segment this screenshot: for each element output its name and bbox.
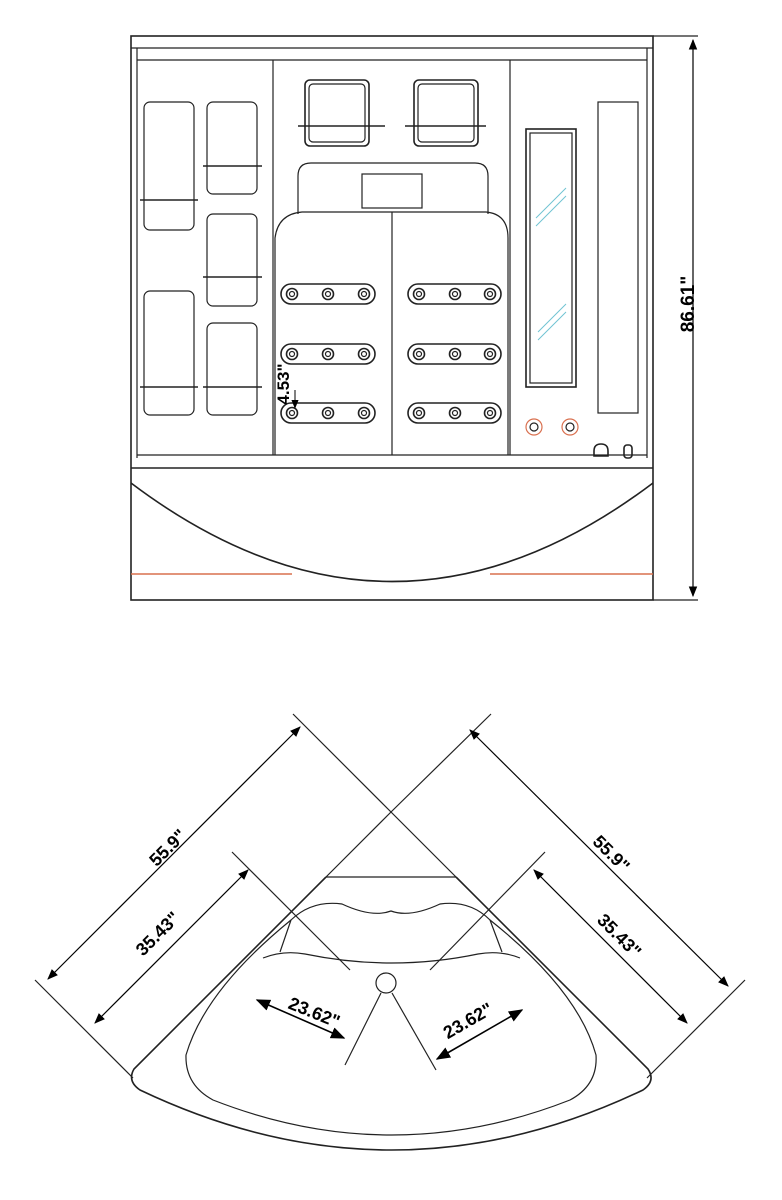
- tub-right-dimension-label: 23.62": [440, 999, 496, 1043]
- jet-nozzle-center: [415, 290, 423, 298]
- jet-nozzle-center: [360, 290, 368, 298]
- jet-nozzle: [357, 347, 371, 361]
- jet-nozzle-center: [415, 409, 423, 417]
- tub-basin: [185, 902, 597, 1136]
- tub-outer-shell: [130, 876, 652, 1151]
- jet-nozzle-center: [288, 409, 296, 417]
- jet-nozzle-center: [324, 350, 332, 358]
- jet-row: [280, 402, 376, 424]
- height-dimension: 86.61": [653, 35, 699, 601]
- jet-nozzle: [285, 347, 299, 361]
- jet-nozzle: [448, 287, 462, 301]
- jet-nozzle: [448, 347, 462, 361]
- jet-nozzle: [448, 406, 462, 420]
- jet-nozzle-center: [288, 350, 296, 358]
- control-display: [361, 173, 423, 209]
- mirror: [525, 128, 577, 388]
- jet-nozzle: [285, 406, 299, 420]
- jet-nozzle: [285, 287, 299, 301]
- jet-nozzle: [483, 287, 497, 301]
- jet-nozzle-center: [486, 350, 494, 358]
- jet-nozzle-center: [415, 350, 423, 358]
- jet-nozzle: [321, 347, 335, 361]
- left-shelves: [140, 101, 262, 416]
- enclosure-outline: [130, 35, 654, 601]
- tub-apron: [130, 482, 654, 583]
- jet-nozzle-center: [486, 290, 494, 298]
- jet-nozzle-center: [451, 290, 459, 298]
- control-knobs: [525, 418, 579, 436]
- inner-left-dimension-label: 35.43": [132, 908, 184, 960]
- jet-nozzle-center: [360, 350, 368, 358]
- jet-nozzle: [357, 287, 371, 301]
- jet-nozzle: [321, 287, 335, 301]
- jet-spacing-label: 4.53": [274, 363, 293, 404]
- outer-left-dimension-label: 55.9": [145, 825, 190, 870]
- jet-row: [407, 343, 502, 365]
- storage-panel: [597, 101, 639, 414]
- jet-nozzle-center: [451, 409, 459, 417]
- jet-nozzle-center: [324, 409, 332, 417]
- jet-row: [407, 283, 502, 305]
- jet-nozzle-center: [360, 409, 368, 417]
- jet-row: [280, 343, 376, 365]
- tub-left-dimension-label: 23.62": [286, 993, 343, 1032]
- plan-view: 55.9" 55.9" 35.43" 35.43" 23.62" 23.62": [34, 713, 746, 1151]
- jet-spacing-dimension: 4.53": [274, 363, 299, 409]
- inner-right-dimension-label: 35.43": [593, 910, 645, 962]
- jet-nozzle: [357, 406, 371, 420]
- front-view: 86.61" 4.53": [130, 35, 699, 601]
- shower-head: [593, 443, 609, 457]
- height-label: 86.61": [678, 276, 699, 333]
- jet-nozzle-center: [451, 350, 459, 358]
- jet-nozzle: [321, 406, 335, 420]
- jet-nozzle: [412, 287, 426, 301]
- faucet: [623, 444, 633, 459]
- jet-nozzle: [412, 406, 426, 420]
- headrest: [297, 162, 489, 214]
- top-baskets: [298, 79, 486, 147]
- drain: [375, 972, 397, 994]
- massage-jets: [280, 283, 502, 424]
- jet-row: [280, 283, 376, 305]
- jet-nozzle: [483, 406, 497, 420]
- jet-panel: [274, 211, 509, 455]
- jet-nozzle: [483, 347, 497, 361]
- jet-nozzle-center: [486, 409, 494, 417]
- right-panel: [525, 101, 639, 459]
- jet-nozzle: [412, 347, 426, 361]
- jet-row: [407, 402, 502, 424]
- jet-nozzle-center: [324, 290, 332, 298]
- jet-nozzle-center: [288, 290, 296, 298]
